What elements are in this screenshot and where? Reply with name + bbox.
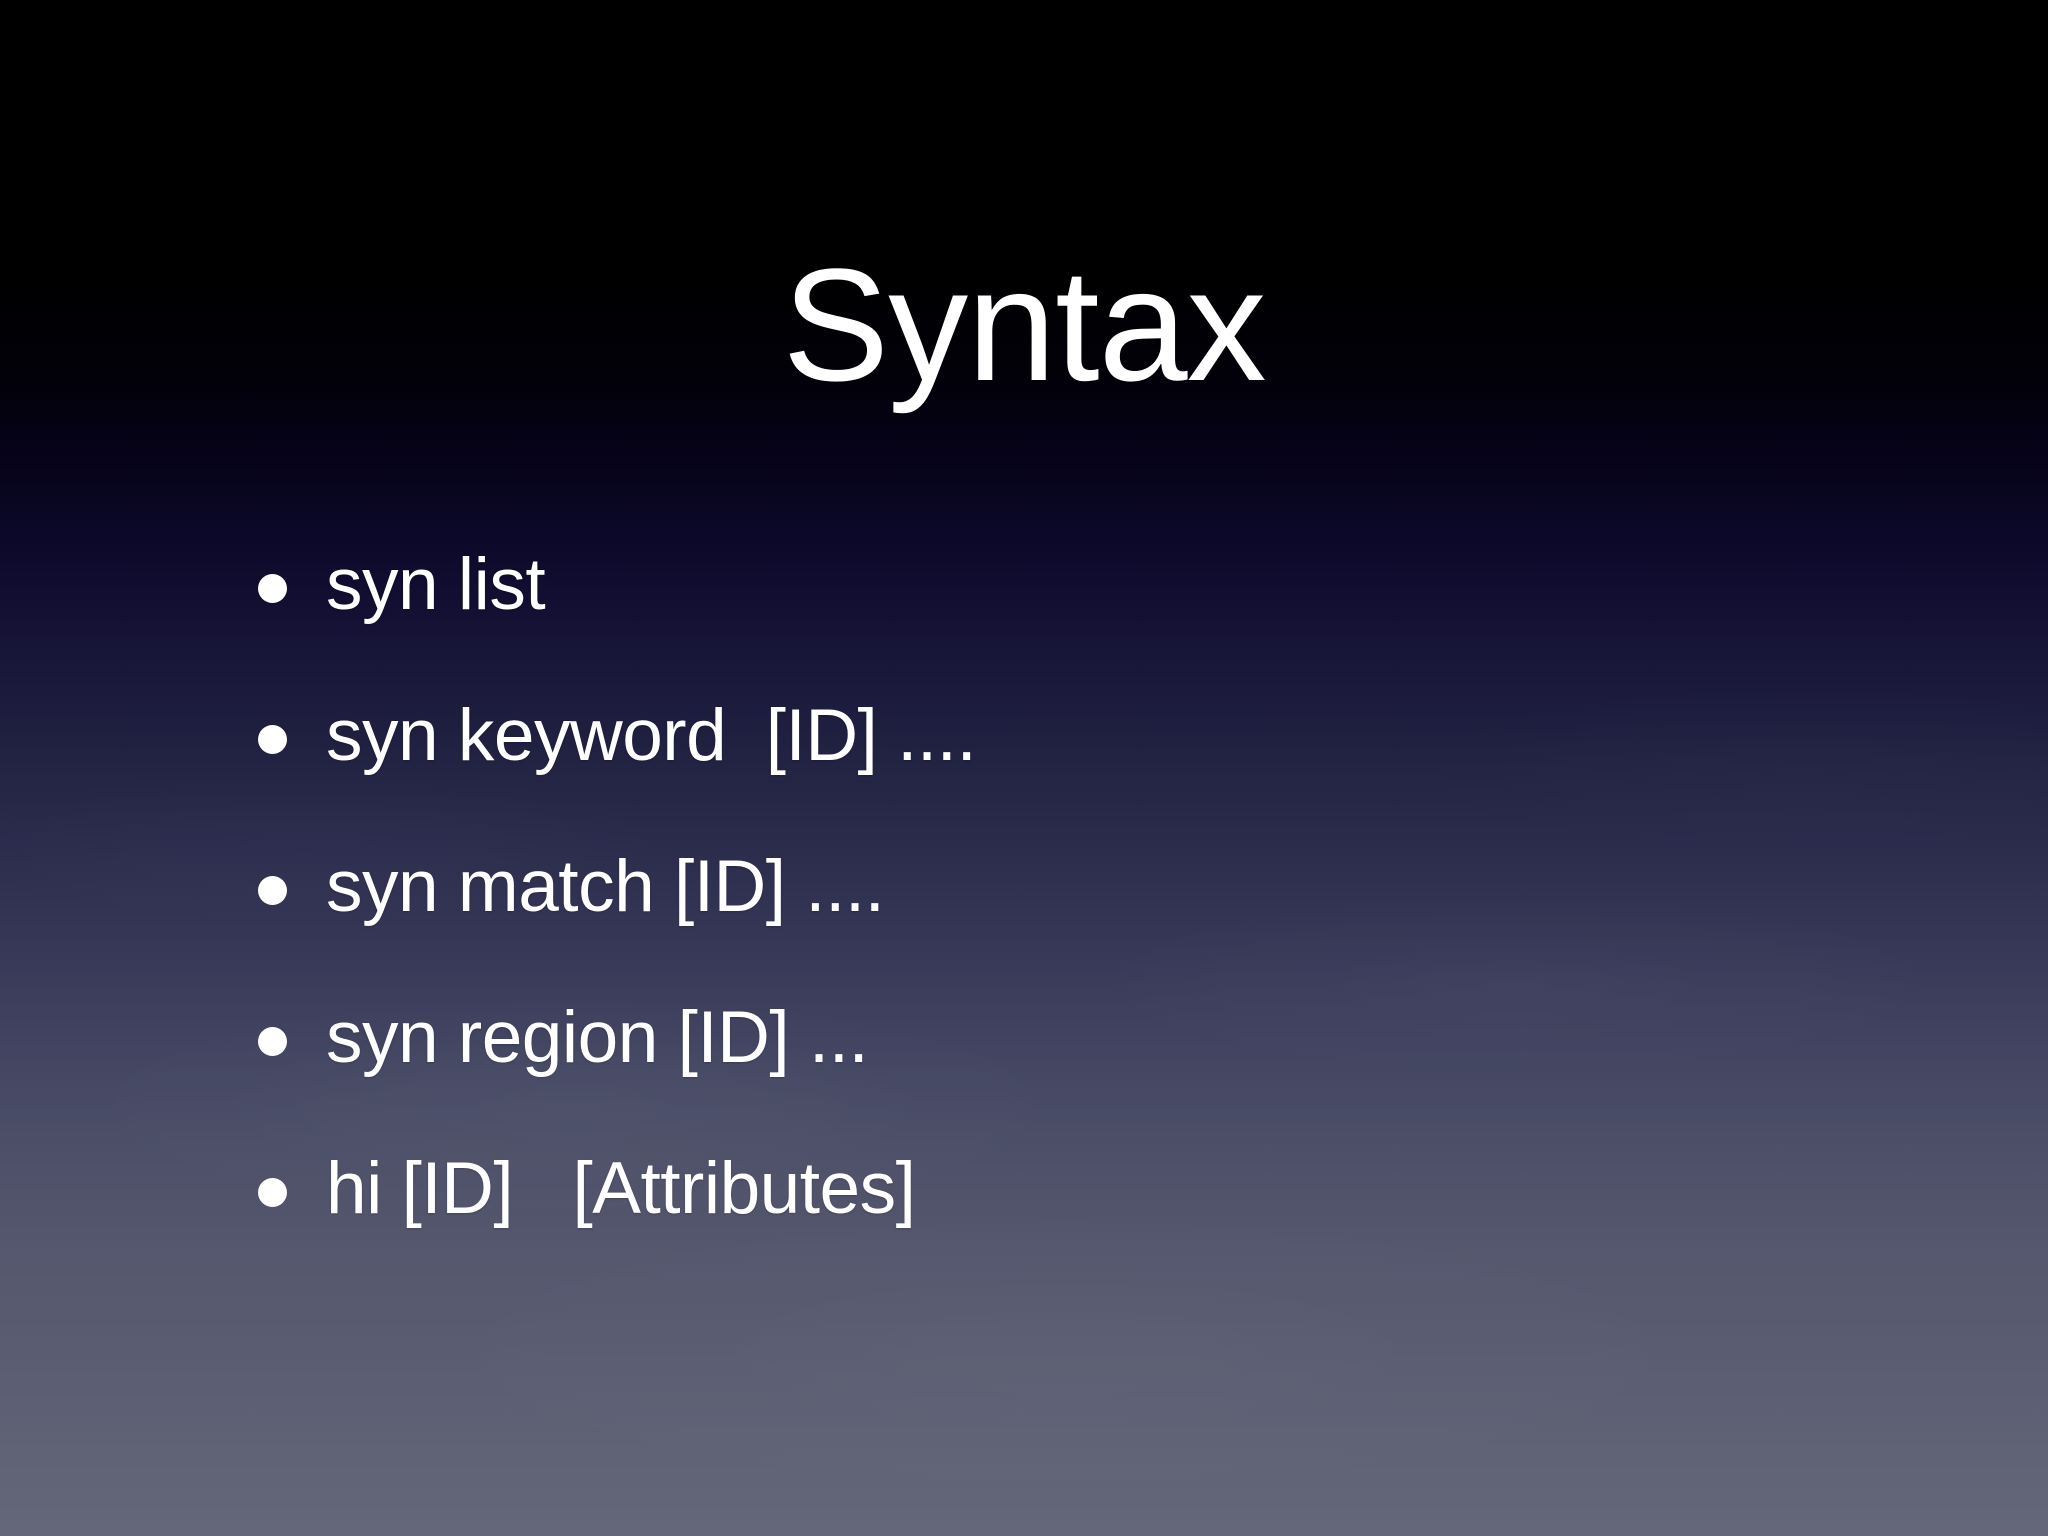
list-item: hi [ID] [Attributes]: [258, 1152, 1858, 1225]
bullet-point-icon: [258, 725, 287, 754]
list-item-label: syn region [ID] ...: [326, 997, 869, 1078]
list-item-label: hi [ID] [Attributes]: [326, 1148, 916, 1229]
bullet-list: syn list syn keyword [ID] .... syn match…: [258, 548, 1858, 1225]
list-item: syn match [ID] ....: [258, 850, 1858, 923]
list-item: syn keyword [ID] ....: [258, 699, 1858, 772]
bullet-point-icon: [258, 876, 287, 905]
list-item-label: syn match [ID] ....: [326, 846, 885, 927]
bullet-point-icon: [258, 1178, 287, 1207]
list-item: syn region [ID] ...: [258, 1001, 1858, 1074]
bullet-point-icon: [258, 1027, 287, 1056]
bullet-point-icon: [258, 574, 287, 603]
list-item-label: syn keyword [ID] ....: [326, 695, 977, 776]
list-item-label: syn list: [326, 544, 546, 625]
list-item: syn list: [258, 548, 1858, 621]
page-title: Syntax: [782, 235, 1266, 415]
